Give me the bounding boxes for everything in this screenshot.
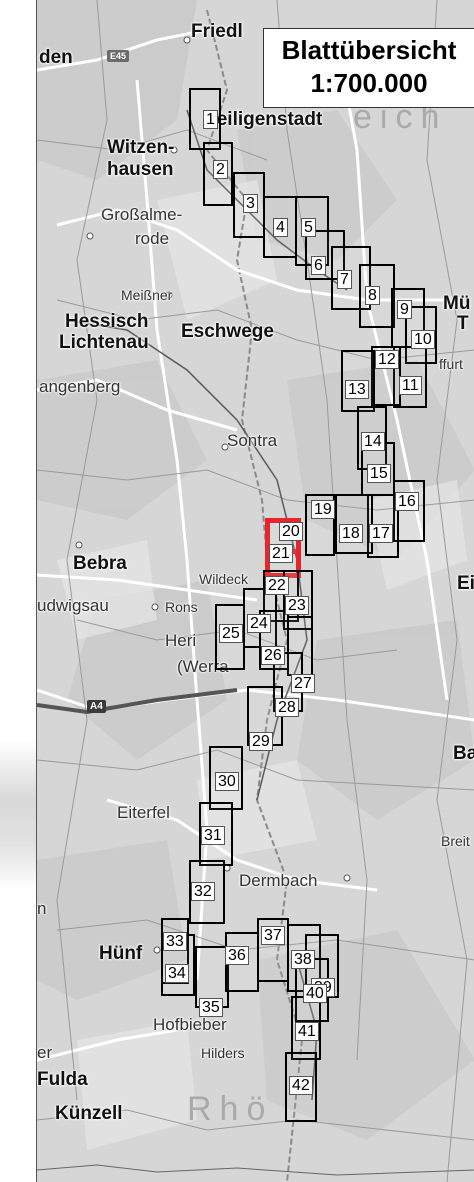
sheet-label: 1 xyxy=(203,110,218,129)
sheet-label: 4 xyxy=(273,218,288,237)
place-label: Eschwege xyxy=(181,321,274,342)
sheet-label: 3 xyxy=(243,194,258,213)
sheet-label: 6 xyxy=(311,256,326,275)
place-label: T xyxy=(457,313,469,334)
place-label: Sontra xyxy=(227,431,278,450)
sheet-label: 21 xyxy=(269,544,293,563)
map-title: Blattübersicht xyxy=(281,35,457,65)
sheet-label: 17 xyxy=(369,524,393,543)
place-label: angenberg xyxy=(39,377,121,396)
place-label: Hünf xyxy=(99,943,143,964)
sheet-label: 11 xyxy=(399,376,422,395)
road-badge-a4: A4 xyxy=(87,700,106,713)
place-label: Großalme- xyxy=(101,205,183,224)
place-label: Breit xyxy=(441,833,470,849)
sheet-label: 42 xyxy=(289,1076,313,1095)
sheet-label: 12 xyxy=(375,350,399,369)
place-label: Heri xyxy=(165,631,197,650)
place-label: Mü xyxy=(443,293,471,314)
sheet-label: 9 xyxy=(397,300,412,319)
place-label: n xyxy=(37,899,47,918)
sheet-label: 38 xyxy=(291,950,315,969)
sheet-label: 30 xyxy=(215,772,239,791)
place-label: Hofbieber xyxy=(153,1015,227,1034)
place-label: Heiligenstadt xyxy=(203,109,323,130)
sheet-label: 23 xyxy=(285,596,309,615)
title-box: Blattübersicht 1:700.000 xyxy=(263,28,474,108)
sheet-label: 26 xyxy=(261,646,285,665)
sheet-label: 24 xyxy=(247,614,271,633)
place-label: Meißner xyxy=(121,287,173,303)
sheet-label: 34 xyxy=(165,964,189,983)
sheet-label: 20 xyxy=(279,522,303,541)
place-label: Bebra xyxy=(73,553,127,574)
sheet-label: 19 xyxy=(311,500,335,519)
place-label: Künzell xyxy=(55,1103,123,1124)
sheet-label: 10 xyxy=(411,330,435,349)
sheet-label: 37 xyxy=(261,926,285,945)
sheet-label: 33 xyxy=(163,932,187,951)
sheet-label: 7 xyxy=(337,270,352,289)
road-badge-e45: E45 xyxy=(107,50,130,62)
sheet-label: 5 xyxy=(301,218,316,237)
place-label: er xyxy=(37,1043,53,1062)
sheet-label: 22 xyxy=(265,576,289,595)
place-label: Friedl xyxy=(191,21,243,42)
map-base-layer xyxy=(37,0,474,1182)
place-label: Witzen- xyxy=(107,137,175,158)
map-scale: 1:700.000 xyxy=(310,68,428,98)
sheet-label: 13 xyxy=(345,380,369,399)
place-label: ffurt xyxy=(439,356,463,372)
place-label: den xyxy=(39,47,73,68)
sheet-label: 36 xyxy=(225,946,249,965)
place-label: Lichtenau xyxy=(59,332,149,353)
region-label: Rhö xyxy=(187,1090,274,1128)
place-label: Wildeck xyxy=(199,571,249,587)
place-label: rode xyxy=(135,229,170,248)
place-label: Ei xyxy=(457,573,474,594)
sheet-label: 31 xyxy=(201,826,225,845)
place-label: Hessisch xyxy=(65,311,149,332)
sheet-label: 28 xyxy=(275,698,299,717)
place-label: Eiterfel xyxy=(117,803,170,822)
sheet-label: 27 xyxy=(291,674,315,693)
place-label: Ba xyxy=(453,743,474,764)
sheet-label: 18 xyxy=(339,524,363,543)
place-label: Hilders xyxy=(201,1045,245,1061)
sheet-label: 15 xyxy=(367,464,391,483)
place-label: Fulda xyxy=(37,1069,88,1090)
place-label: udwigsau xyxy=(37,596,109,615)
sheet-label: 25 xyxy=(219,624,243,643)
sheet-label: 16 xyxy=(395,492,419,511)
sheet-label: 41 xyxy=(295,1022,319,1041)
sheet-label: 2 xyxy=(213,160,228,179)
sheet-label: 35 xyxy=(199,998,223,1017)
sheet-35[interactable] xyxy=(195,946,229,1008)
overview-map[interactable]: E45 A4 den Friedl Heiligenstadt eich Wit… xyxy=(36,0,474,1182)
sheet-label: 29 xyxy=(249,732,273,751)
sheet-label: 40 xyxy=(303,984,327,1003)
sheet-label: 32 xyxy=(191,882,215,901)
place-label: hausen xyxy=(107,159,174,180)
sheet-label: 14 xyxy=(361,432,385,451)
sheet-label: 8 xyxy=(365,286,380,305)
place-label: Dermbach xyxy=(239,871,318,890)
place-label: Rons xyxy=(165,599,198,615)
